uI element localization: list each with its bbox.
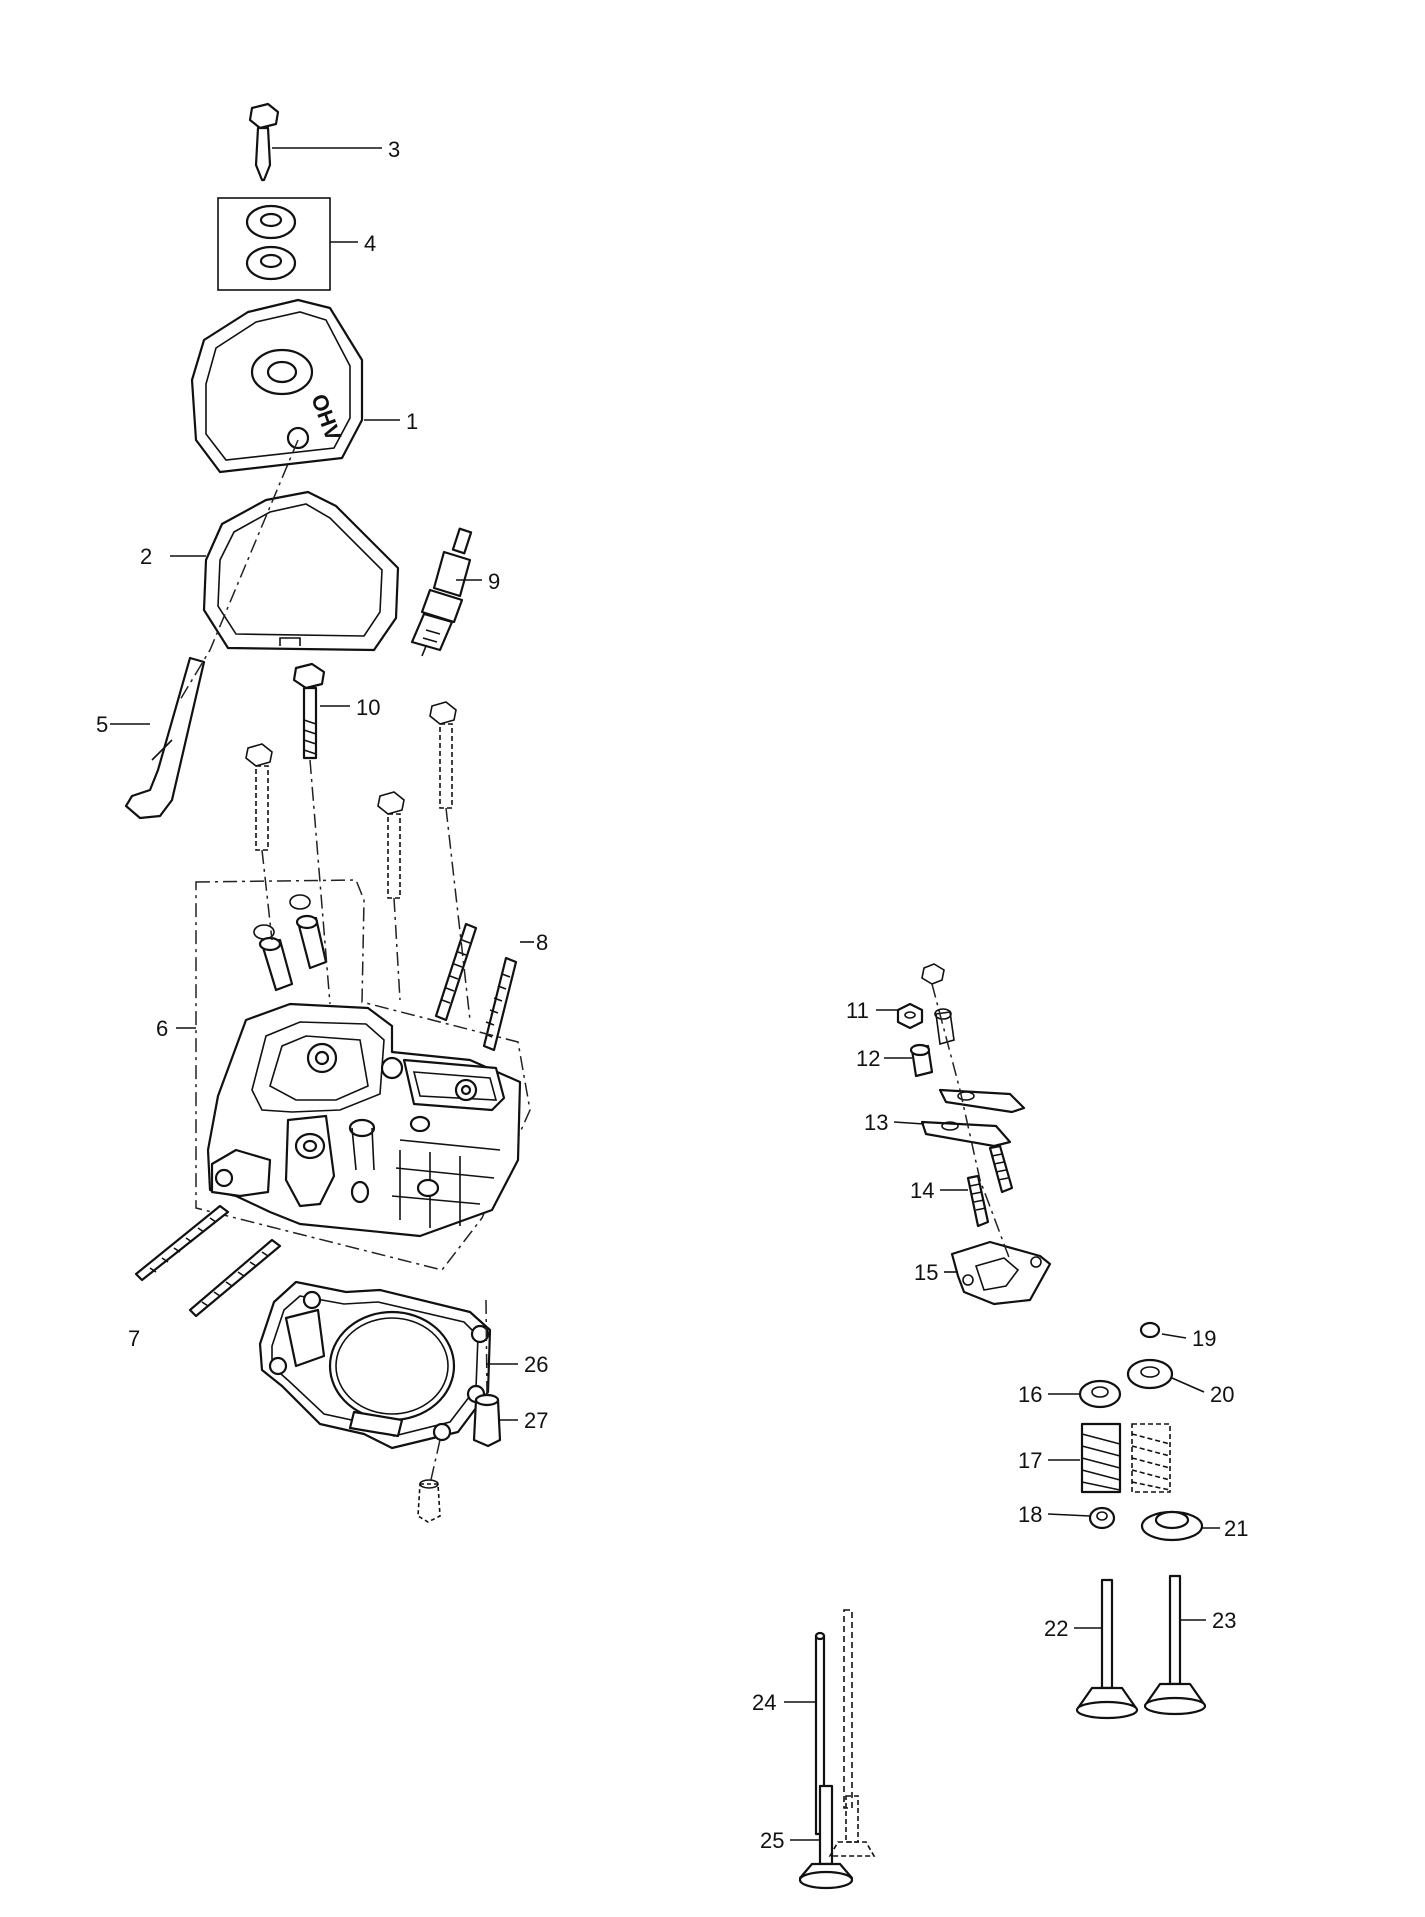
callout-23: 23 <box>1212 1608 1236 1633</box>
callout-25: 25 <box>760 1828 784 1853</box>
rocker-stud <box>966 1174 990 1228</box>
rocker-pivot <box>909 1043 934 1078</box>
cover-bolt <box>248 102 280 182</box>
callout-20: 20 <box>1210 1382 1234 1407</box>
tappet-ghost <box>828 1795 876 1857</box>
head-bolt <box>292 662 326 760</box>
head-bolt-ghost-mid <box>377 791 405 899</box>
callout-12: 12 <box>856 1046 880 1071</box>
callout-1: 1 <box>406 409 418 434</box>
callout-16: 16 <box>1018 1382 1042 1407</box>
align-line-dowel <box>485 1299 488 1396</box>
intake-valve <box>1075 1578 1139 1720</box>
callout-22: 22 <box>1044 1616 1068 1641</box>
exhaust-valve <box>1143 1574 1207 1716</box>
valve-stem-seal <box>1088 1506 1116 1530</box>
valve-seat-cup <box>1140 1510 1204 1542</box>
leader-lines <box>110 147 1220 1841</box>
valve-guide-left <box>258 936 294 992</box>
align-line-rocker <box>931 983 1011 1261</box>
callout-15: 15 <box>914 1260 938 1285</box>
valve-rotator <box>1126 1358 1174 1390</box>
callout-27: 27 <box>524 1408 548 1433</box>
callout-9: 9 <box>488 569 500 594</box>
callout-2: 2 <box>140 544 152 569</box>
cylinder-head-group-outline <box>195 879 531 1271</box>
head-gasket <box>258 1280 492 1450</box>
align-line-bolt <box>309 759 331 1005</box>
washer-upper <box>245 204 297 240</box>
callout-14: 14 <box>910 1178 934 1203</box>
rocker-nut <box>896 1002 924 1030</box>
head-bolt-ghost-left <box>245 743 273 851</box>
callout-6: 6 <box>156 1016 168 1041</box>
guide-plate <box>950 1240 1052 1306</box>
rocker-arm <box>920 1120 1012 1148</box>
callout-10: 10 <box>356 695 380 720</box>
valve-cover <box>190 298 364 474</box>
align-line-cover <box>179 439 299 701</box>
callout-17: 17 <box>1018 1448 1042 1473</box>
callout-21: 21 <box>1224 1516 1248 1541</box>
align-line-ghost-left <box>261 849 273 941</box>
tappet <box>798 1784 854 1890</box>
rocker-stud-ghost <box>988 1144 1014 1194</box>
dowel-pin-ghost <box>417 1479 441 1523</box>
callout-4: 4 <box>364 231 376 256</box>
cover-gasket <box>202 490 400 652</box>
spark-plug <box>410 527 473 657</box>
cylinder-head <box>206 1002 522 1238</box>
callout-8: 8 <box>536 930 548 955</box>
valve-spring-ghost <box>1131 1423 1171 1493</box>
o-ring-right <box>289 894 311 910</box>
align-line-ghost-mid <box>393 897 401 1001</box>
breather-tube <box>124 656 206 820</box>
valve-spring <box>1080 1422 1122 1494</box>
align-line-ghost-right <box>445 807 471 1021</box>
rocker-arm-upper <box>938 1088 1026 1114</box>
rocker-nut-ghost <box>921 963 945 985</box>
exhaust-stud-pair <box>434 922 518 1052</box>
valve-cotter <box>1139 1321 1161 1339</box>
callout-7: 7 <box>128 1326 140 1351</box>
washer-kit-frame <box>217 197 331 291</box>
callout-26: 26 <box>524 1352 548 1377</box>
callout-5: 5 <box>96 712 108 737</box>
callout-3: 3 <box>388 137 400 162</box>
dowel-pin <box>472 1393 502 1448</box>
long-stud-pair <box>134 1204 282 1318</box>
callout-19: 19 <box>1192 1326 1216 1351</box>
pivot-ghost <box>934 1008 955 1046</box>
callout-11: 11 <box>846 998 869 1023</box>
push-rod-ghost <box>843 1609 853 1809</box>
callout-24: 24 <box>752 1690 776 1715</box>
washer-lower <box>245 245 297 281</box>
head-bolt-ghost-right <box>429 701 457 809</box>
align-line-dowel-ghost <box>429 1439 441 1485</box>
callout-13: 13 <box>864 1110 888 1135</box>
callout-18: 18 <box>1018 1502 1042 1527</box>
spring-retainer <box>1078 1379 1122 1409</box>
valve-guide-right <box>295 914 328 970</box>
